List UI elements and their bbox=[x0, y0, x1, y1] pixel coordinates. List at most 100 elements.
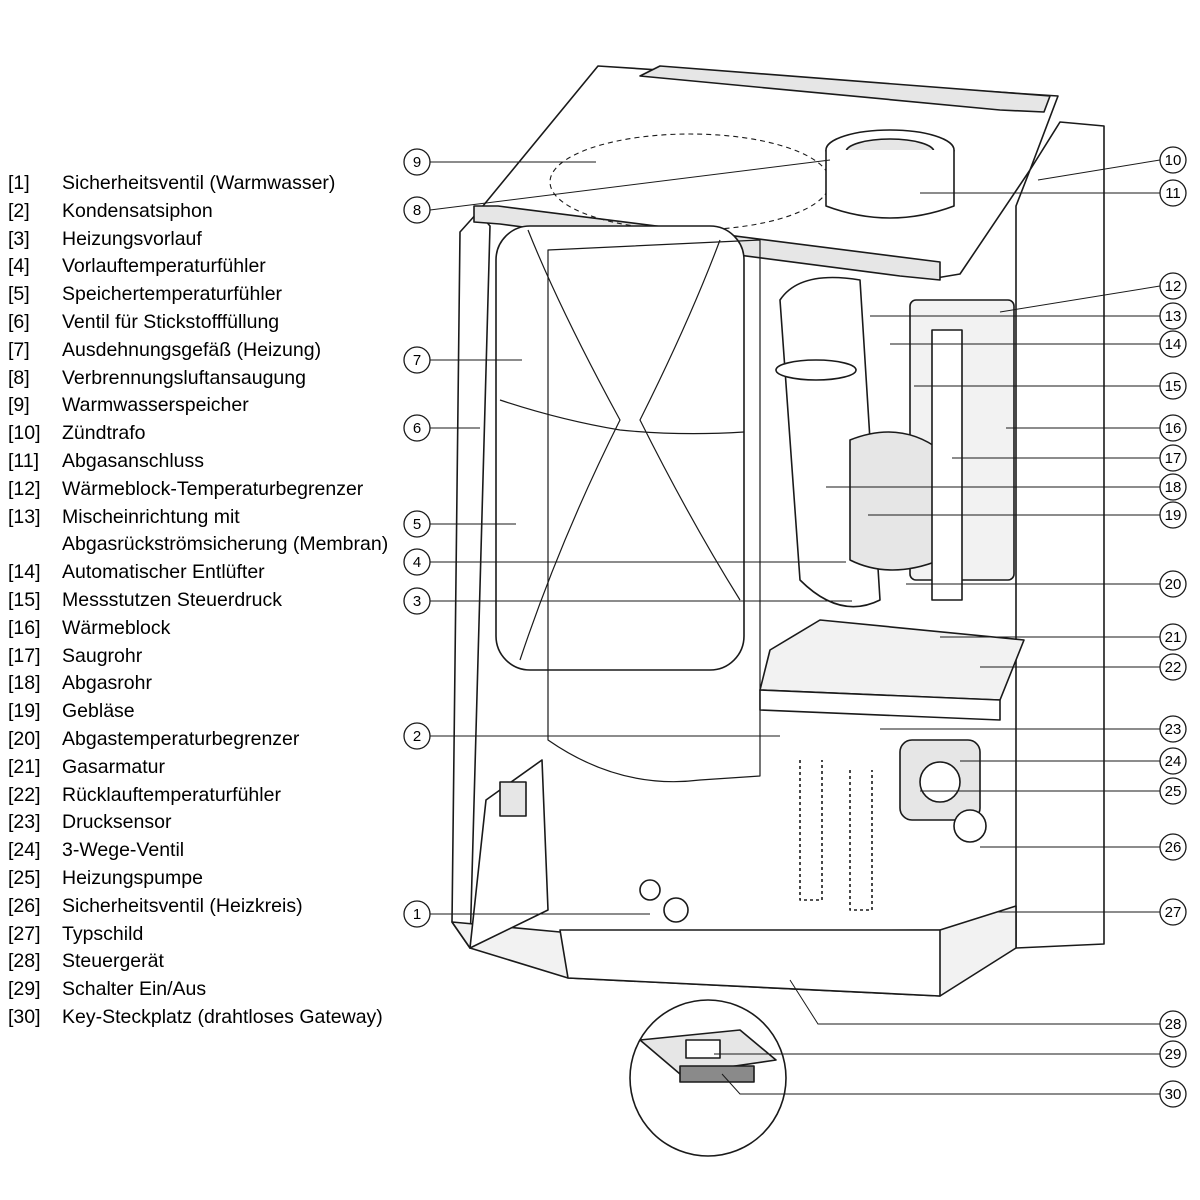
legend-item-15: [15] Messstutzen Steuerdruck bbox=[8, 587, 403, 615]
legend-item-21: [21] Gasarmatur bbox=[8, 754, 403, 782]
legend-number: [1] bbox=[8, 172, 30, 194]
callout-14: 14 bbox=[1159, 330, 1187, 358]
siphon-hose-right bbox=[849, 770, 873, 911]
callout-3: 3 bbox=[403, 587, 431, 615]
callout-5-text: 5 bbox=[413, 516, 421, 533]
legend-item-2: [2]Kondensatsiphon bbox=[8, 198, 403, 226]
callout-27: 27 bbox=[1159, 898, 1187, 926]
legend-number: [14] bbox=[8, 561, 41, 584]
legend-number: [12] bbox=[8, 477, 41, 500]
leader-30 bbox=[721, 1073, 1160, 1095]
legend-number: [5] bbox=[8, 283, 30, 306]
callout-30-text: 30 bbox=[1165, 1086, 1182, 1103]
exhaust-pipe-ring bbox=[775, 359, 857, 381]
legend-label: Speichertemperaturfühler bbox=[62, 283, 283, 306]
callout-12: 12 bbox=[1159, 272, 1187, 300]
leader-10 bbox=[1037, 159, 1161, 181]
callout-4: 4 bbox=[403, 548, 431, 576]
legend-list: [1] Sicherheitsventil (Warmwasser) [2]Kon… bbox=[8, 170, 403, 1032]
callout-24: 24 bbox=[1159, 747, 1187, 775]
callout-10: 10 bbox=[1159, 146, 1187, 174]
legend-label: Drucksensor bbox=[62, 811, 172, 834]
fan-housing bbox=[849, 431, 941, 571]
legend-label: Verbrennungsluftansaugung bbox=[62, 366, 306, 389]
legend-item-19: [19]Gebläse bbox=[8, 698, 403, 726]
callout-1: 1 bbox=[403, 900, 431, 928]
legend-number: [18] bbox=[8, 672, 41, 695]
callout-15: 15 bbox=[1159, 372, 1187, 400]
legend-label: Ventil für Stickstofffüllung bbox=[62, 310, 280, 333]
legend-item-24: [24] 3-Wege-Ventil bbox=[8, 837, 403, 865]
legend-label: Automatischer Entlüfter bbox=[62, 561, 265, 584]
legend-item-13: [13] Mischeinrichtung mit Abgasrückströms… bbox=[8, 504, 403, 560]
pump-ring bbox=[919, 761, 961, 803]
legend-label: Sicherheitsventil (Warmwasser) bbox=[62, 172, 336, 194]
legend-item-27: [27]Typschild bbox=[8, 921, 403, 949]
legend-label: Messstutzen Steuerdruck bbox=[62, 588, 283, 611]
callout-19: 19 bbox=[1159, 501, 1187, 529]
callout-14-text: 14 bbox=[1165, 336, 1182, 353]
legend-number: [6] bbox=[8, 310, 30, 333]
legend-label: Mischeinrichtung mit Abgasrückströmsiche… bbox=[62, 505, 389, 556]
callout-20: 20 bbox=[1159, 570, 1187, 598]
callout-2-text: 2 bbox=[413, 728, 421, 745]
legend-number: [9] bbox=[8, 394, 30, 417]
legend-item-20: [20]Abgastemperaturbegrenzer bbox=[8, 726, 403, 754]
legend-label: Gasarmatur bbox=[62, 755, 165, 778]
expansion-vessel-star bbox=[499, 229, 745, 661]
legend-number: [23] bbox=[8, 811, 41, 834]
callout-16-text: 16 bbox=[1165, 420, 1182, 437]
callout-25-text: 25 bbox=[1165, 783, 1182, 800]
callout-17: 17 bbox=[1159, 444, 1187, 472]
callout-13-text: 13 bbox=[1165, 308, 1182, 325]
legend-item-4: [4]Vorlauftemperaturfühler bbox=[8, 253, 403, 281]
legend-item-6: [6] Ventil für Stickstofffüllung bbox=[8, 309, 403, 337]
callout-7-text: 7 bbox=[413, 352, 421, 369]
callout-28: 28 bbox=[1159, 1010, 1187, 1038]
legend-number: [17] bbox=[8, 644, 41, 667]
callout-4-text: 4 bbox=[413, 554, 421, 571]
legend-label: Wärmeblock-Temperaturbegrenzer bbox=[62, 477, 364, 500]
legend-number: [3] bbox=[8, 227, 30, 250]
legend-label: Warmwasserspeicher bbox=[62, 394, 249, 417]
callout-1-text: 1 bbox=[413, 906, 421, 923]
callout-22-text: 22 bbox=[1165, 659, 1182, 676]
legend-item-10: [10]Zündtrafo bbox=[8, 420, 403, 448]
callout-7: 7 bbox=[403, 346, 431, 374]
legend-item-14: [14] Automatischer Entlüfter bbox=[8, 559, 403, 587]
legend-number: [27] bbox=[8, 922, 41, 945]
burner-platform bbox=[759, 619, 1025, 701]
callout-23-text: 23 bbox=[1165, 721, 1182, 738]
legend-number: [21] bbox=[8, 755, 41, 778]
legend-item-25: [25]Heizungspumpe bbox=[8, 865, 403, 893]
legend-number: [19] bbox=[8, 700, 41, 723]
callout-8: 8 bbox=[403, 196, 431, 224]
legend-label: Heizungsvorlauf bbox=[62, 227, 202, 250]
leader-28 bbox=[789, 979, 1160, 1025]
legend-item-11: [11]Abgasanschluss bbox=[8, 448, 403, 476]
legend-label: Schalter Ein/Aus bbox=[62, 978, 207, 1001]
callout-29-text: 29 bbox=[1165, 1046, 1182, 1063]
callout-11: 11 bbox=[1159, 179, 1187, 207]
callout-15-text: 15 bbox=[1165, 378, 1182, 395]
legend-item-1: [1] Sicherheitsventil (Warmwasser) bbox=[8, 170, 403, 198]
legend-number: [15] bbox=[8, 588, 41, 611]
callout-20-text: 20 bbox=[1165, 576, 1182, 593]
suction-pipe bbox=[931, 329, 963, 601]
callout-18-text: 18 bbox=[1165, 479, 1182, 496]
callout-12-text: 12 bbox=[1165, 278, 1182, 295]
legend-number: [25] bbox=[8, 866, 41, 889]
callout-21-text: 21 bbox=[1165, 629, 1182, 646]
callout-26-text: 26 bbox=[1165, 839, 1182, 856]
legend-item-23: [23] Drucksensor bbox=[8, 809, 403, 837]
leader-12 bbox=[999, 285, 1161, 313]
callout-30: 30 bbox=[1159, 1080, 1187, 1108]
legend-number: [24] bbox=[8, 839, 41, 862]
legend-item-12: [12] Wärmeblock-Temperaturbegrenzer bbox=[8, 476, 403, 504]
legend-number: [13] bbox=[8, 505, 41, 528]
safety-valve-hot-2 bbox=[663, 897, 689, 923]
legend-label: 3-Wege-Ventil bbox=[62, 839, 185, 862]
callout-28-text: 28 bbox=[1165, 1016, 1182, 1033]
siphon-hose-left bbox=[799, 760, 823, 901]
